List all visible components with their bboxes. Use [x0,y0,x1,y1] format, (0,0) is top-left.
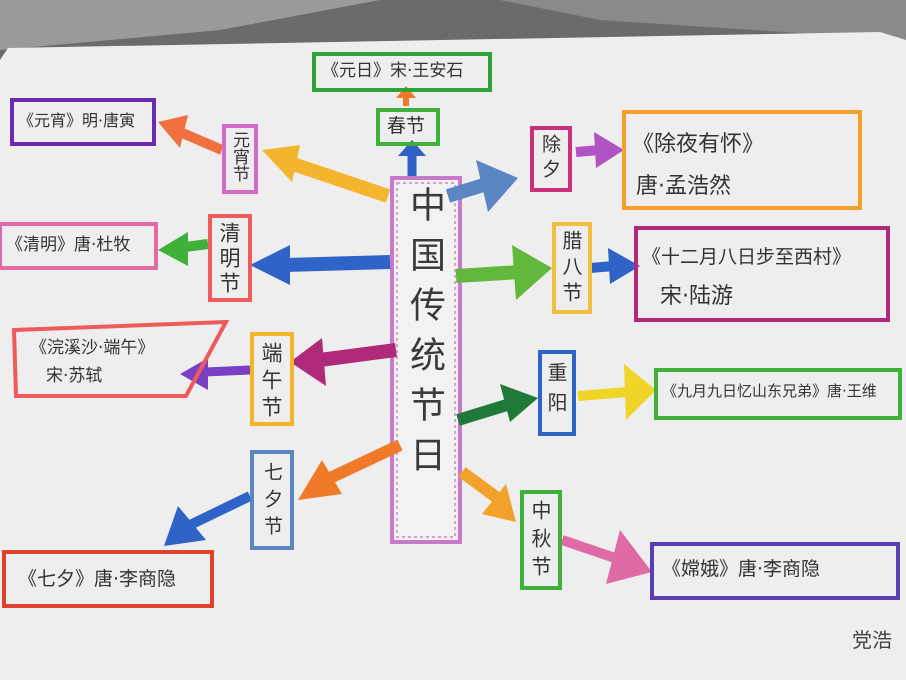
arrow-yuanxiao [287,156,391,203]
box-chongyang [538,350,576,436]
box-zhongqiu [520,490,562,590]
arrow-qixi [327,439,403,484]
arrow-zhongqiu [458,467,504,505]
box-chongyang-poem [654,368,902,420]
festival-duanwu: 端午节 [259,342,283,423]
arrow-duanwu-poem [204,365,251,377]
box-chunjie [376,108,440,146]
arrow-head-chongyang [500,384,538,422]
center-title-box [390,176,462,544]
poem-chunjie: 《元日》宋·王安石 [322,61,464,81]
arrow-head-chuxi [476,160,518,212]
arrow-qingming [284,255,391,272]
arrow-head-yuanxiao [262,145,300,182]
arrow-head-qixi-poem [164,506,206,546]
arrow-head-qixi [298,460,342,500]
box-qixi [250,450,294,550]
background-corner [500,0,906,40]
arrow-head-chunjie [398,140,426,156]
poem-chuxi-author: 唐·孟浩然 [636,174,731,199]
box-qingming-poem [0,222,158,270]
box-qixi-poem [2,550,214,608]
box-yuanxiao [222,124,258,194]
box-laba-poem [634,226,890,322]
box-duanwu-poem [11,319,230,398]
arrow-zhongqiu-poem [560,535,617,563]
arrow-head-qingming [250,245,290,285]
arrow-head-duanwu [290,338,326,386]
box-chuxi-poem [622,110,862,210]
arrow-head-chuxi-poem [594,132,624,168]
background-marble [0,0,380,50]
poem-qixi: 《七夕》唐·李商隐 [18,568,177,590]
poem-yuanxiao: 《元宵》明·唐寅 [18,111,136,130]
signature: 党浩 [852,628,892,652]
box-zhongqiu-poem [650,542,900,600]
center-title-inner-border [396,182,456,538]
box-chuxi [530,126,572,192]
festival-qingming: 清明节 [217,222,241,297]
arrow-head-qingming-poem [158,232,188,266]
arrow-laba [455,265,521,283]
arrow-yuanxiao-poem [178,127,224,155]
festival-chunjie: 春节 [387,115,426,137]
poem-chongyang: 《九月九日忆山东兄弟》唐·王维 [662,382,877,400]
box-chunjie-poem [312,52,492,92]
arrow-qixi-poem [187,491,253,530]
poem-laba-author: 宋·陆游 [660,284,733,309]
poem-duanwu-title: 《浣溪沙·端午》 [30,338,155,358]
arrow-head-laba-poem [608,248,640,284]
poem-zhongqiu: 《嫦娥》唐·李商隐 [662,558,821,580]
festival-zhongqiu: 中秋节 [528,500,552,584]
poem-duanwu-author: 宋·苏轼 [46,366,103,386]
arrow-duanwu [319,343,397,367]
arrow-head-zhongqiu-poem [606,530,652,584]
festival-laba: 腊八节 [559,230,583,308]
arrow-head-zhongqiu [482,484,516,522]
poem-laba-title: 《十二月八日步至西村》 [642,246,852,268]
festival-qixi: 七夕节 [261,462,283,543]
arrow-head-yuanxiao-poem [158,115,188,148]
arrow-head-chongyang-poem [624,364,656,420]
poem-chuxi-title: 《除夜有怀》 [632,132,765,157]
box-yuanxiao-poem [10,98,156,146]
box-duanwu [250,332,294,426]
festival-chongyang: 重阳 [544,362,568,422]
festival-chuxi: 除夕 [539,134,561,184]
box-qingming [208,214,252,302]
festival-yuanxiao: 元宵节 [229,131,249,182]
arrow-chongyang-poem [577,387,629,401]
arrow-head-laba [512,245,552,300]
box-laba [552,222,592,314]
poem-qingming: 《清明》唐·杜牧 [6,235,131,255]
arrow-qingming-poem [184,239,209,252]
arrow-chongyang [456,398,512,426]
center-title: 中国传统节日 [404,186,445,486]
